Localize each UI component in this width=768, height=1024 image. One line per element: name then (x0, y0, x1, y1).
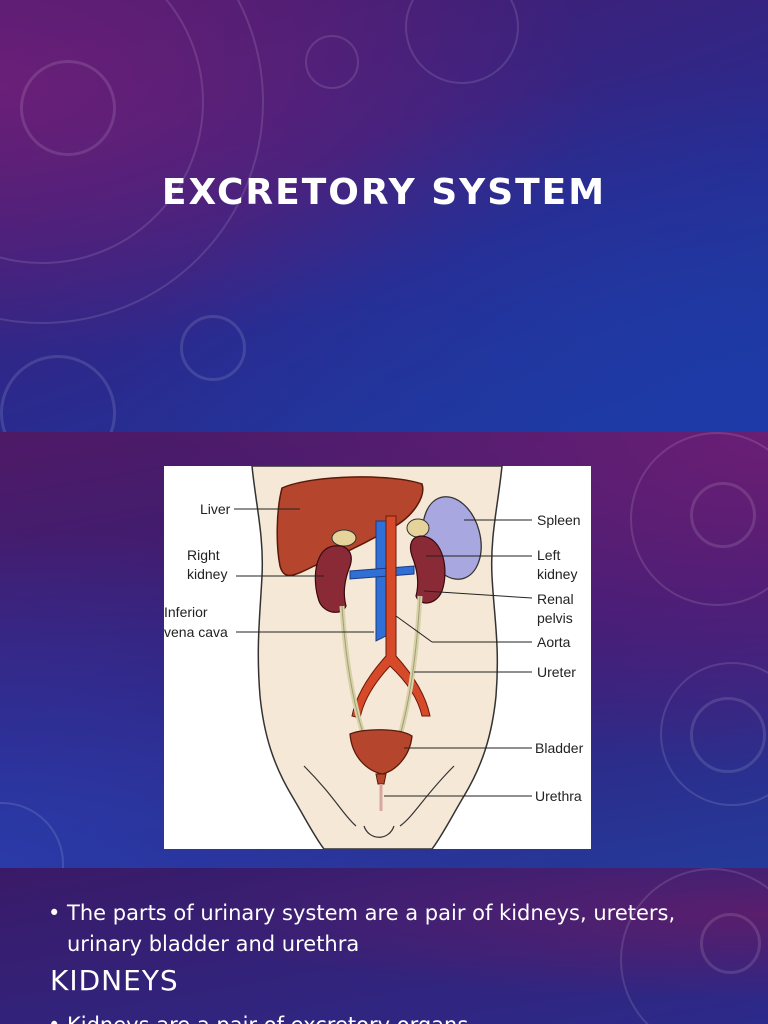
liver-shape (276, 476, 424, 577)
kidneys-slide: • The parts of urinary system are a pair… (0, 868, 768, 1024)
decorative-ring (180, 315, 246, 381)
pelvis-lines (303, 765, 455, 827)
bullet-text: The parts of urinary system are a pair o… (67, 901, 676, 956)
label-urethra: Urethra (535, 788, 582, 804)
label-bladder: Bladder (535, 740, 584, 756)
label-aorta: Aorta (537, 634, 571, 650)
bullet-item: • The parts of urinary system are a pair… (48, 898, 687, 960)
diagram-slide: Liver Right kidney Inferior vena cava Sp… (0, 432, 768, 868)
label-right-kidney-2: kidney (187, 566, 227, 582)
adrenal-right (331, 529, 357, 547)
urethra-top (375, 773, 387, 785)
bladder-shape (349, 729, 413, 775)
label-ureter: Ureter (537, 664, 576, 680)
label-inferior-2: vena cava (164, 624, 228, 640)
decorative-ring (405, 0, 519, 84)
vena-cava-shape (375, 520, 387, 642)
leader-lines (234, 508, 533, 797)
decorative-ring (0, 355, 116, 432)
label-right-kidney-1: Right (187, 547, 220, 563)
bullet-item: • Kidneys are a pair of excretory organs (48, 1010, 687, 1024)
genital-outline (363, 825, 395, 838)
label-renal-2: pelvis (537, 610, 573, 626)
bullet-text: Kidneys are a pair of excretory organs (48, 1010, 687, 1024)
ureters-outline (341, 595, 421, 737)
aorta-shape (351, 515, 431, 719)
label-spleen: Spleen (537, 512, 581, 528)
label-liver: Liver (200, 501, 231, 517)
decorative-ring (690, 482, 756, 548)
decorative-ring (20, 60, 116, 156)
decorative-ring (700, 913, 761, 974)
slide-title: EXCRETORY SYSTEM (161, 172, 607, 213)
title-slide: EXCRETORY SYSTEM (0, 0, 768, 432)
urinary-system-diagram: Liver Right kidney Inferior vena cava Sp… (164, 466, 584, 849)
decorative-ring (620, 868, 768, 1024)
decorative-ring (660, 662, 768, 806)
label-renal-1: Renal (537, 591, 574, 607)
decorative-ring (0, 802, 64, 868)
label-inferior-1: Inferior (164, 604, 208, 620)
decorative-ring (305, 35, 359, 89)
right-kidney-shape (314, 545, 352, 613)
left-kidney-shape (409, 535, 446, 604)
label-left-kidney-2: kidney (537, 566, 577, 582)
adrenal-left (406, 518, 430, 538)
label-left-kidney-1: Left (537, 547, 560, 563)
urinary-system-figure: Liver Right kidney Inferior vena cava Sp… (164, 466, 591, 849)
section-heading: KIDNEYS (50, 964, 179, 997)
bullet-dot: • (48, 1010, 60, 1024)
bullet-dot: • (48, 901, 61, 925)
